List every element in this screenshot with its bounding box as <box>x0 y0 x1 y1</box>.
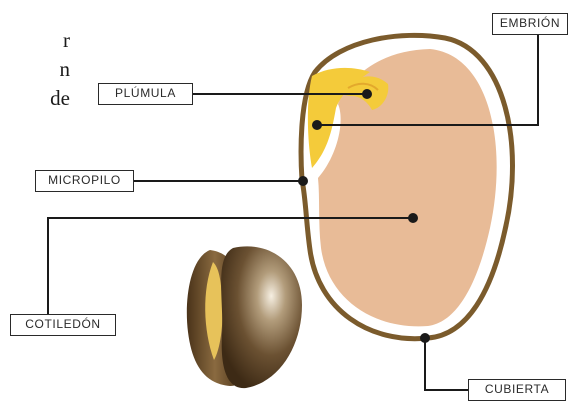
dot-plumula <box>362 89 372 99</box>
label-cubierta: Cubierta <box>468 379 566 401</box>
small-seed-face <box>221 246 302 388</box>
label-embrion: Embrión <box>492 13 568 35</box>
label-plumula: Plúmula <box>98 83 193 105</box>
small-seed <box>187 246 302 388</box>
dot-embrion <box>312 120 322 130</box>
dot-cubierta <box>420 333 430 343</box>
label-micropilo: Micropilo <box>35 170 134 192</box>
large-seed <box>301 35 512 338</box>
label-cotiledon: Cotiledón <box>10 314 116 336</box>
leader-cubierta <box>425 338 468 390</box>
dot-micropilo <box>298 176 308 186</box>
dot-cotiledon <box>408 213 418 223</box>
